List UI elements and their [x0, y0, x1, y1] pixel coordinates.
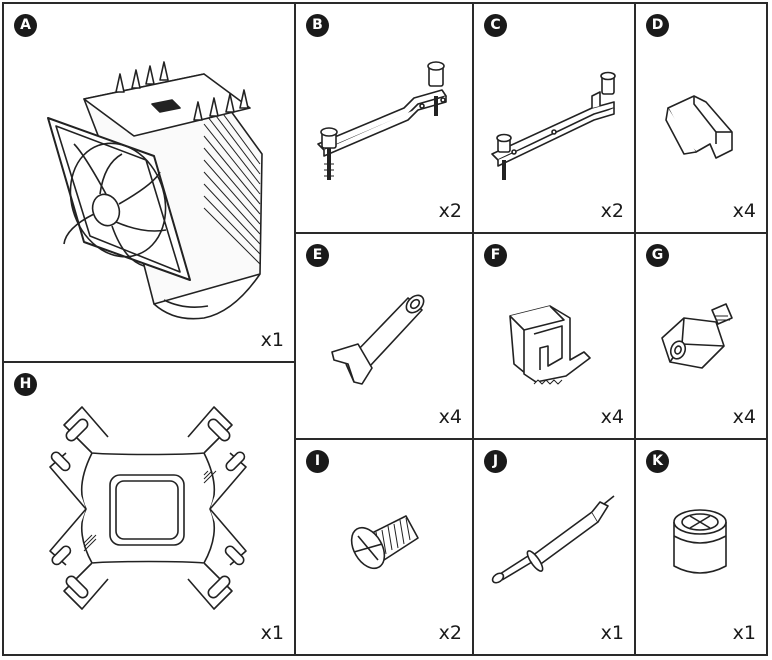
part-letter-badge: A	[14, 14, 37, 37]
part-letter-badge: K	[646, 450, 669, 473]
cpu-cooler-tower-icon	[47, 61, 263, 320]
divider-v2	[472, 2, 474, 656]
part-quantity: x1	[732, 622, 756, 644]
part-a-cell: A	[4, 4, 294, 361]
part-quantity: x4	[600, 406, 624, 428]
divider-h1	[294, 232, 768, 234]
part-i-cell: I x2	[296, 440, 472, 654]
part-quantity: x4	[438, 406, 462, 428]
backplate-icon	[49, 406, 247, 610]
frame-bottom	[2, 654, 768, 656]
part-quantity: x2	[438, 200, 462, 222]
fan-clip-icon	[665, 95, 733, 159]
retention-clip-icon	[509, 305, 591, 385]
divider-v1	[294, 2, 296, 656]
frame-right	[766, 2, 768, 656]
frame-top	[2, 2, 768, 4]
part-letter-badge: I	[306, 450, 329, 473]
part-letter-badge: F	[484, 244, 507, 267]
rubber-cap-icon	[673, 509, 727, 574]
mounting-bracket-flat-icon	[491, 71, 616, 180]
part-h-cell: H	[4, 363, 294, 654]
hex-nut-standoff-icon	[661, 303, 733, 369]
part-letter-badge: E	[306, 244, 329, 267]
part-quantity: x1	[600, 622, 624, 644]
frame-left	[2, 2, 4, 656]
screw-icon	[350, 515, 419, 570]
part-quantity: x2	[600, 200, 624, 222]
part-b-cell: B x2	[296, 4, 472, 232]
part-k-cell: K x1	[636, 440, 766, 654]
divider-h2	[294, 438, 768, 440]
part-letter-badge: H	[14, 373, 37, 396]
part-quantity: x2	[438, 622, 462, 644]
part-letter-badge: C	[484, 14, 507, 37]
mounting-bracket-long-icon	[317, 61, 447, 180]
part-e-cell: E x4	[296, 234, 472, 438]
part-quantity: x4	[732, 406, 756, 428]
part-letter-badge: G	[646, 244, 669, 267]
standoff-bolt-icon	[331, 294, 425, 385]
part-g-cell: G x4	[636, 234, 766, 438]
divider-v3	[634, 2, 636, 656]
part-f-cell: F x4	[474, 234, 634, 438]
part-quantity: x1	[260, 329, 284, 351]
part-d-cell: D x4	[636, 4, 766, 232]
part-quantity: x1	[260, 622, 284, 644]
part-quantity: x4	[732, 200, 756, 222]
part-c-cell: C x2	[474, 4, 634, 232]
part-letter-badge: J	[484, 450, 507, 473]
thermal-paste-syringe-icon	[491, 495, 615, 584]
part-letter-badge: D	[646, 14, 669, 37]
part-j-cell: J x1	[474, 440, 634, 654]
divider-h-left	[2, 361, 296, 363]
part-letter-badge: B	[306, 14, 329, 37]
